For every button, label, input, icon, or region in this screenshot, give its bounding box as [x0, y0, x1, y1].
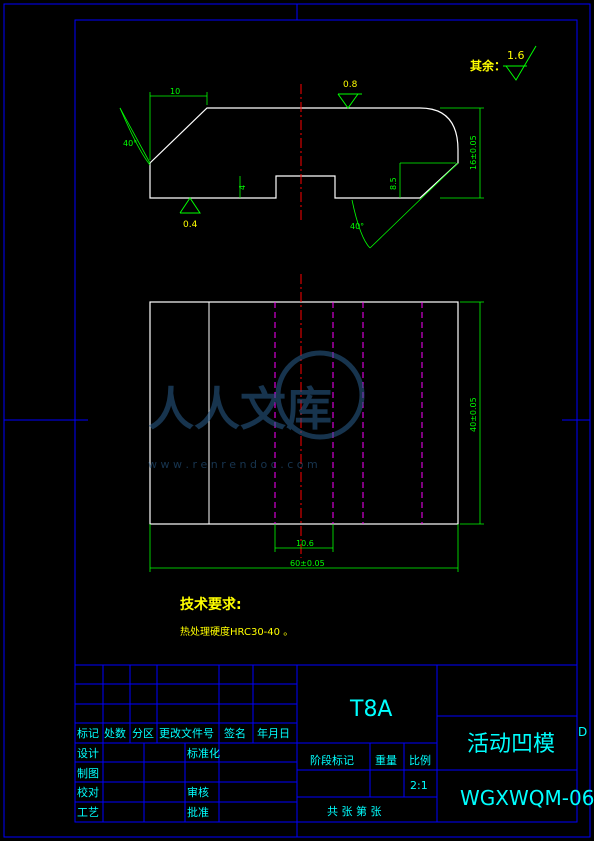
dim-angle-left: 40° [123, 139, 137, 148]
front-view: 10.6 60±0.05 40±0.05 [149, 274, 484, 572]
role-process: 工艺 [77, 806, 99, 819]
tech-req-line: 热处理硬度HRC30-40 。 [180, 625, 293, 638]
front-view-outline [149, 301, 459, 525]
zone-letter: D [578, 725, 587, 739]
dim-top-width: 10 [170, 87, 180, 96]
scale-label: 比例 [409, 753, 431, 767]
dim-height: 16±0.05 [469, 135, 478, 170]
header-mark: 标记 [77, 726, 99, 740]
header-change-doc: 更改文件号 [159, 726, 214, 740]
dim-front-overall: 60±0.05 [290, 559, 325, 568]
surface-finish-bottom: 0.4 [179, 197, 201, 230]
watermark-url: w w w . r e n r e n d o c . c o m [148, 458, 318, 471]
sheet-count: 共 张 第 张 [327, 804, 382, 818]
tech-req-heading: 技术要求: [180, 596, 242, 613]
hidden-lines [274, 302, 423, 524]
dim-step-depth: 4 [238, 185, 247, 190]
svg-text:0.8: 0.8 [343, 80, 358, 90]
svg-text:0.4: 0.4 [183, 220, 198, 230]
weight-label: 重量 [375, 753, 397, 767]
watermark: 人人文库 w w w . r e n r e n d o c . c o m [148, 350, 365, 471]
watermark-logo-icon [275, 350, 365, 440]
role-design: 设计 [77, 747, 99, 760]
role-drafting: 制图 [77, 767, 99, 780]
dim-front-height: 40±0.05 [469, 397, 478, 432]
role-check: 校对 [77, 785, 99, 799]
role-review: 审核 [187, 785, 209, 799]
watermark-logo-text: 人人文库 [148, 382, 332, 436]
header-date: 年月日 [257, 726, 290, 740]
top-view: 10 40° 4 8.5 16±0.05 40° 0.8 0.4 [119, 80, 484, 249]
dim-front-inner: 10.6 [296, 539, 314, 548]
rest-label: 其余： [470, 58, 506, 73]
title-block: 标记 处数 分区 更改文件号 签名 年月日 设计 制图 校对 工艺 标准化 审核… [74, 664, 594, 823]
rest-value: 1.6 [507, 49, 525, 62]
surface-finish-rest: 其余： 1.6 [470, 45, 537, 81]
header-signature: 签名 [224, 726, 246, 740]
material: T8A [349, 697, 393, 722]
header-count: 处数 [104, 727, 126, 740]
role-standardization: 标准化 [187, 746, 220, 760]
top-view-outline [149, 107, 459, 199]
stage-label: 阶段标记 [310, 753, 354, 767]
scale-value: 2:1 [410, 779, 428, 792]
role-approval: 批准 [187, 805, 209, 819]
header-zone: 分区 [132, 727, 154, 740]
drawing-number: WGXWQM-06 [460, 786, 594, 810]
surface-finish-top: 0.8 [337, 80, 362, 109]
dim-angle-right: 40° [350, 222, 364, 231]
part-name: 活动凹模 [467, 732, 555, 757]
dim-notch-depth: 8.5 [389, 177, 398, 190]
